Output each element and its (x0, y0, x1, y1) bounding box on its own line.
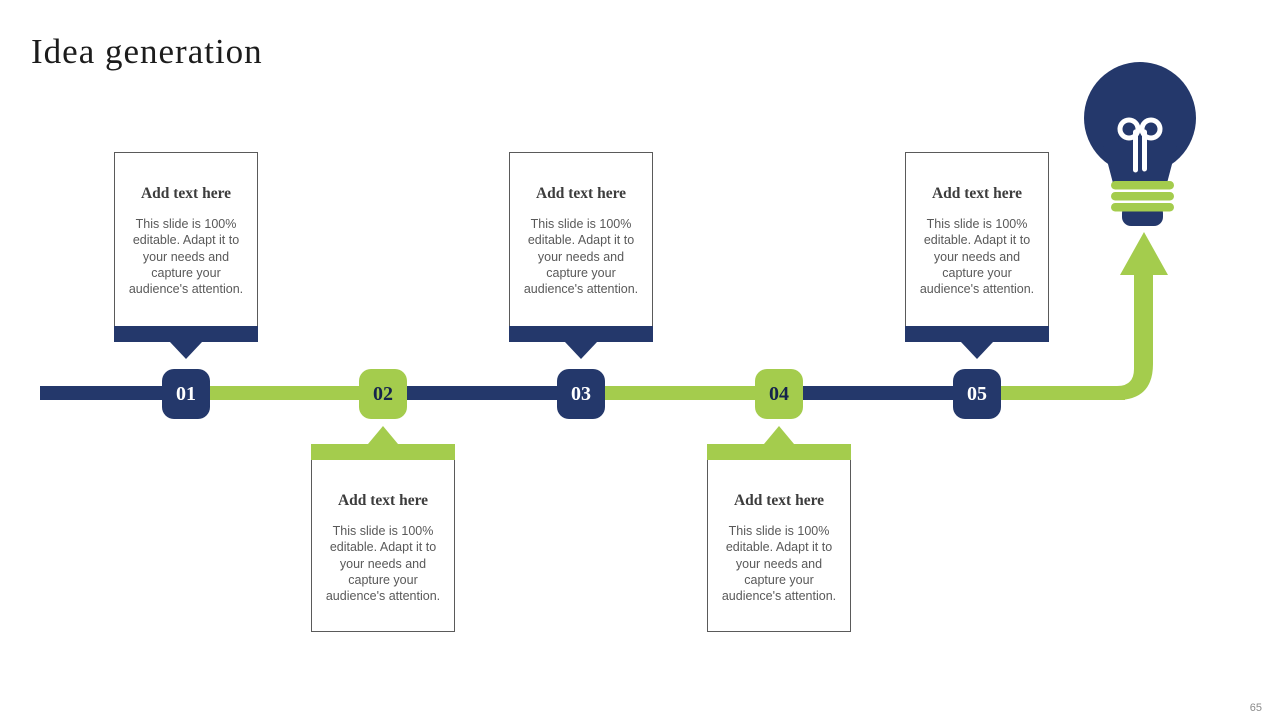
step-badge-03: 03 (557, 369, 605, 419)
card-accent-bar (905, 326, 1049, 342)
step-badge-04: 04 (755, 369, 803, 419)
card-body: This slide is 100% editable. Adapt it to… (523, 217, 639, 296)
step-badge-02: 02 (359, 369, 407, 419)
step-card-02: Add text here This slide is 100% editabl… (311, 426, 455, 632)
card-accent-bar (114, 326, 258, 342)
card-pointer-up (368, 426, 398, 444)
card-body: This slide is 100% editable. Adapt it to… (919, 217, 1035, 296)
step-badge-05: 05 (953, 369, 1001, 419)
card-accent-bar (509, 326, 653, 342)
timeline-segment-4 (581, 386, 779, 400)
card-heading: Add text here (535, 185, 627, 202)
lightbulb-arrow-graphic (1020, 62, 1196, 400)
card-box: Add text here This slide is 100% editabl… (509, 152, 653, 326)
card-accent-bar (707, 444, 851, 460)
arrow-up-icon (1020, 232, 1168, 400)
timeline-segment-1 (40, 386, 186, 400)
page-number: 65 (1249, 702, 1262, 714)
lightbulb-icon (1084, 62, 1196, 226)
timeline-segment-2 (186, 386, 383, 400)
card-heading: Add text here (733, 492, 825, 509)
card-accent-bar (311, 444, 455, 460)
timeline-segment-5 (779, 386, 977, 400)
step-badge-01: 01 (162, 369, 210, 419)
card-box: Add text here This slide is 100% editabl… (114, 152, 258, 326)
card-box: Add text here This slide is 100% editabl… (311, 460, 455, 632)
step-card-04: Add text here This slide is 100% editabl… (707, 426, 851, 632)
card-body: This slide is 100% editable. Adapt it to… (325, 524, 441, 603)
card-body: This slide is 100% editable. Adapt it to… (721, 524, 837, 603)
card-pointer-down (565, 342, 597, 359)
card-heading: Add text here (931, 185, 1023, 202)
card-pointer-down (961, 342, 993, 359)
card-heading: Add text here (140, 185, 232, 202)
card-box: Add text here This slide is 100% editabl… (905, 152, 1049, 326)
card-pointer-up (764, 426, 794, 444)
card-pointer-down (170, 342, 202, 359)
step-card-01: Add text here This slide is 100% editabl… (114, 152, 258, 359)
step-card-03: Add text here This slide is 100% editabl… (509, 152, 653, 359)
slide-title: Idea generation (31, 32, 263, 71)
card-body: This slide is 100% editable. Adapt it to… (128, 217, 244, 296)
step-card-05: Add text here This slide is 100% editabl… (905, 152, 1049, 359)
timeline-segment-3 (383, 386, 581, 400)
card-box: Add text here This slide is 100% editabl… (707, 460, 851, 632)
card-heading: Add text here (337, 492, 429, 509)
